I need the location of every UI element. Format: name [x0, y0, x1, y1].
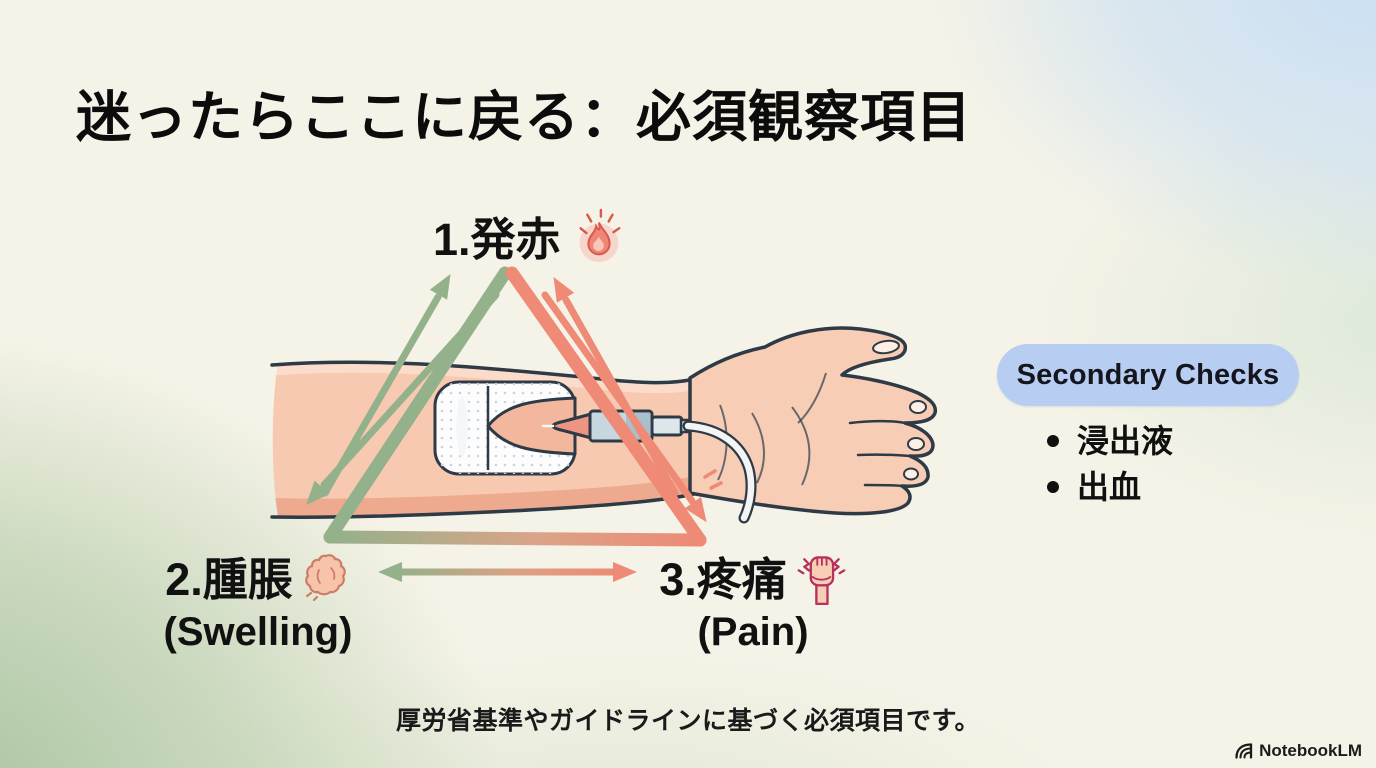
list-item-text: 浸出液 [1077, 423, 1174, 459]
list-item-text: 出血 [1077, 469, 1142, 505]
pain-fist-icon [795, 544, 847, 608]
label-redness-text: 1.発赤 [433, 214, 561, 265]
hand [688, 326, 938, 516]
label-swelling: 2.腫脹 (Swelling) [128, 543, 388, 655]
observation-triangle [305, 266, 723, 582]
label-pain: 3.疼痛 (Pain) [628, 543, 878, 655]
arm-iv-triangle-illustration [270, 266, 938, 582]
list-item: 浸出液 [1047, 418, 1307, 464]
bullet-dot [1047, 481, 1059, 493]
secondary-checks-badge: Secondary Checks [997, 344, 1299, 406]
swelling-icon [301, 550, 351, 602]
notebooklm-logo: NotebookLM [1234, 741, 1362, 761]
footer-note: 厚労省基準やガイドラインに基づく必須項目です。 [395, 707, 980, 735]
label-swelling-en: (Swelling) [163, 610, 353, 654]
bullet-dot [1047, 435, 1059, 447]
label-redness: 1.発赤 [433, 203, 627, 268]
iv-tubing [682, 420, 757, 524]
list-item: 出血 [1047, 464, 1307, 510]
label-pain-en: (Pain) [697, 610, 809, 654]
label-swelling-text: 2.腫脹 [165, 554, 293, 605]
notebooklm-icon [1234, 741, 1254, 761]
label-pain-text: 3.疼痛 [659, 554, 787, 605]
flame-icon [569, 205, 627, 267]
secondary-checks-panel: Secondary Checks 浸出液 出血 [997, 344, 1307, 510]
notebooklm-wordmark: NotebookLM [1259, 741, 1362, 760]
iv-dressing [433, 380, 577, 476]
secondary-checks-list: 浸出液 出血 [1047, 418, 1307, 510]
page-title: 迷ったらここに戻る：必須観察項目 [76, 86, 973, 148]
